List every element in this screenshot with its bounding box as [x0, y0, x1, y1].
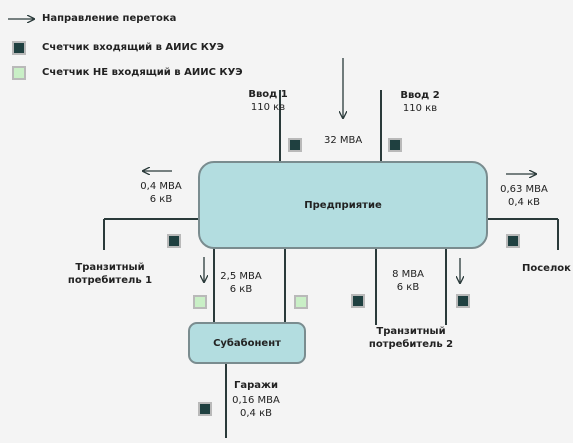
village-name: Поселок [522, 263, 571, 274]
transit1-voltage: 6 кВ [149, 194, 173, 205]
input1-name: Ввод 1 [248, 89, 288, 100]
subscriber-power: 2,5 МВА [220, 271, 262, 282]
garages-voltage: 0,4 кВ [240, 408, 272, 419]
meter-input1 [288, 138, 302, 152]
village-voltage: 0,4 кВ [508, 197, 540, 208]
transit1-name-line2: потребитель 1 [67, 275, 153, 286]
legend-meter-in-icon [12, 41, 26, 55]
input1-voltage: 110 кв [250, 102, 286, 113]
legend-meter-out-icon [12, 66, 26, 80]
legend-meter-in: Счетчик входящий в АИИС КУЭ [42, 42, 224, 53]
village-power: 0,63 МВА [500, 184, 548, 195]
subscriber-voltage: 6 кВ [229, 284, 253, 295]
transit1-name-line1: Транзитный [75, 262, 145, 273]
meter-input2 [388, 138, 402, 152]
meter-transit2-left [351, 294, 365, 308]
meter-village [506, 234, 520, 248]
meter-transit1 [167, 234, 181, 248]
garages-power: 0,16 МВА [232, 395, 280, 406]
garages-name: Гаражи [234, 380, 278, 391]
enterprise-box: Предприятие [198, 161, 488, 249]
transit2-name-line1: Транзитный [376, 326, 446, 337]
enterprise-label: Предприятие [304, 199, 382, 211]
transit2-power: 8 МВА [392, 269, 424, 280]
legend-meter-out: Счетчик НЕ входящий в АИИС КУЭ [42, 67, 243, 78]
meter-garages [198, 402, 212, 416]
subscriber-label: Субабонент [213, 337, 281, 349]
main-power: 32 МВА [324, 135, 363, 146]
transit1-power: 0,4 МВА [140, 181, 182, 192]
legend-flow-direction: Направление перетока [42, 13, 177, 24]
meter-transit2-right [456, 294, 470, 308]
subscriber-box: Субабонент [188, 322, 306, 364]
transit2-voltage: 6 кВ [396, 282, 420, 293]
input2-voltage: 110 кв [402, 103, 438, 114]
input2-name: Ввод 2 [400, 90, 440, 101]
meter-subscriber-right [294, 295, 308, 309]
transit2-name-line2: потребитель 2 [368, 339, 454, 350]
meter-subscriber-left [193, 295, 207, 309]
